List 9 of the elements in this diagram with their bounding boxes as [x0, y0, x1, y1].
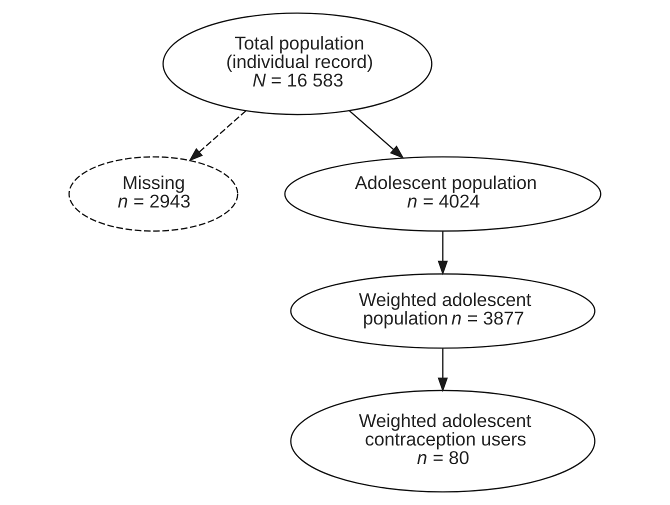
- node-ellipse: Weighted adolescent population n = 3877: [290, 273, 596, 349]
- node-ellipse: Missing n = 2943: [68, 156, 238, 232]
- arrow: [438, 232, 448, 276]
- node-ellipse: Weighted adolescent contraception users n = 80: [290, 390, 596, 493]
- arrow: [188, 110, 246, 162]
- node-ellipse: Adolescent population n = 4024: [284, 156, 602, 232]
- arrow: [438, 348, 448, 392]
- node-ellipse: Total population (individual record) N = 16 583: [162, 12, 432, 116]
- arrow: [348, 110, 404, 159]
